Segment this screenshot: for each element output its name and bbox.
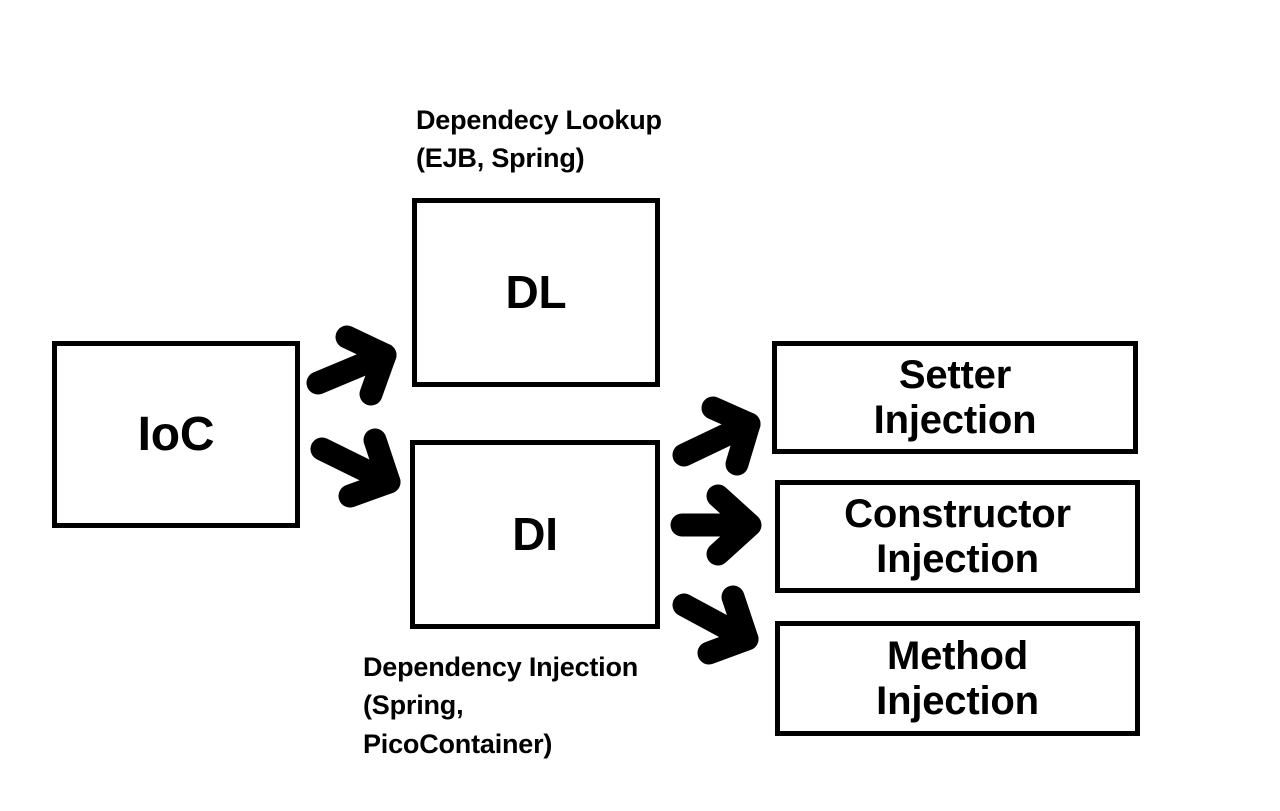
node-setter-injection[interactable]: Setter Injection: [772, 341, 1138, 454]
node-method-injection-label: Method Injection: [876, 633, 1039, 723]
arrow-di-to-setter-icon: [672, 396, 761, 476]
node-dl-label: DL: [505, 265, 567, 318]
arrow-ioc-to-di-icon: [310, 428, 401, 508]
node-di-label: DI: [512, 507, 558, 560]
node-di[interactable]: DI: [410, 440, 660, 629]
arrow-di-to-method-icon: [672, 585, 759, 665]
node-dl[interactable]: DL: [412, 198, 660, 387]
arrow-ioc-to-dl-icon: [306, 325, 397, 406]
dependency-injection-caption: Dependency Injection (Spring, PicoContai…: [363, 652, 639, 759]
node-constructor-injection-label: Constructor Injection: [844, 491, 1071, 581]
node-setter-injection-label: Setter Injection: [873, 352, 1037, 442]
node-method-injection[interactable]: Method Injection: [775, 621, 1140, 736]
node-ioc-label: IoC: [137, 407, 215, 461]
dependency-lookup-caption: Dependecy Lookup (EJB, Spring): [416, 105, 662, 174]
node-constructor-injection[interactable]: Constructor Injection: [775, 480, 1140, 593]
node-ioc[interactable]: IoC: [52, 341, 300, 528]
arrow-di-to-constructor-icon: [670, 484, 762, 566]
